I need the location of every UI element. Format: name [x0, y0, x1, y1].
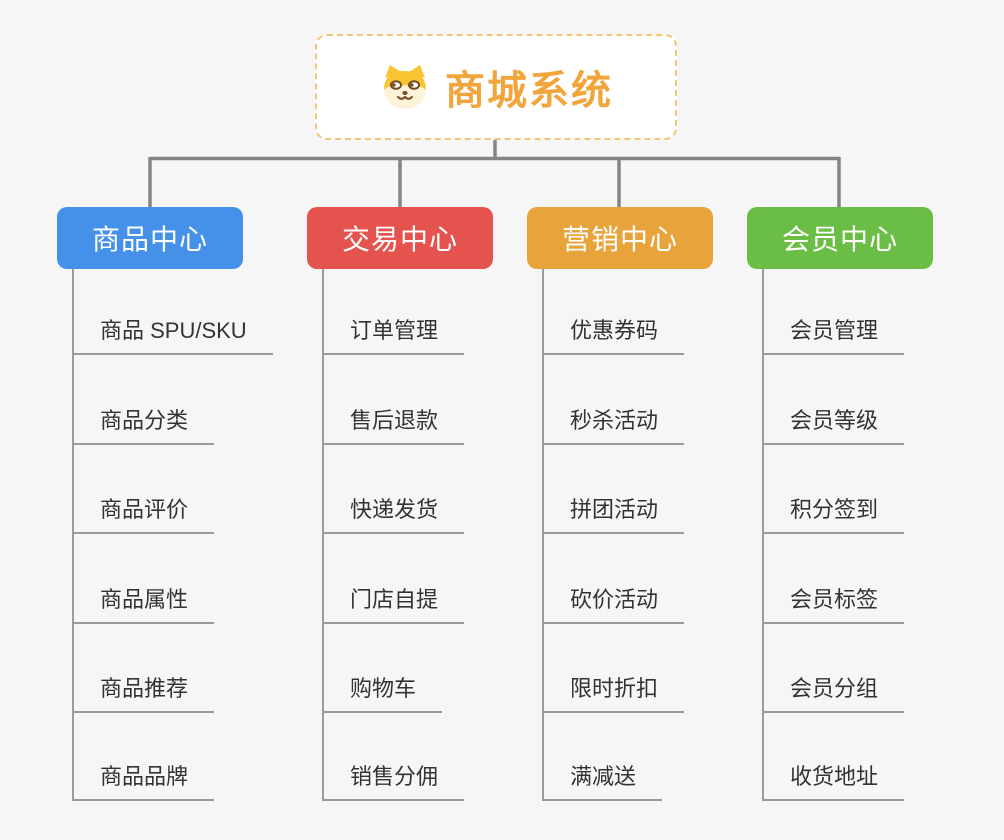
leaf-node[interactable]: 订单管理	[322, 317, 465, 355]
branch-rail	[72, 269, 74, 801]
leaf-node[interactable]: 优惠券码	[542, 317, 685, 355]
leaf-node[interactable]: 积分签到	[762, 496, 905, 534]
root-node[interactable]: 商城系统	[315, 34, 677, 140]
leaf-node[interactable]: 会员等级	[762, 407, 905, 445]
branch-member-center: 会员中心 会员管理 会员等级 积分签到 会员标签 会员分组 收货地址	[747, 207, 997, 817]
branch-box-member-center[interactable]: 会员中心	[747, 207, 933, 269]
branch-box-product-center[interactable]: 商品中心	[57, 207, 243, 269]
leaf-node[interactable]: 限时折扣	[542, 675, 685, 713]
leaf-node[interactable]: 购物车	[322, 675, 443, 713]
leaf-node[interactable]: 会员管理	[762, 317, 905, 355]
leaf-node[interactable]: 销售分佣	[322, 763, 465, 801]
leaf-node[interactable]: 会员标签	[762, 586, 905, 624]
branch-rail	[762, 269, 764, 801]
leaf-node[interactable]: 商品品牌	[72, 763, 215, 801]
branch-rail	[542, 269, 544, 801]
branch-box-marketing-center[interactable]: 营销中心	[527, 207, 713, 269]
leaf-node[interactable]: 门店自提	[322, 586, 465, 624]
branch-product-center: 商品中心 商品 SPU/SKU 商品分类 商品评价 商品属性 商品推荐 商品品牌	[57, 207, 307, 817]
leaf-node[interactable]: 商品评价	[72, 496, 215, 534]
branch-box-trade-center[interactable]: 交易中心	[307, 207, 493, 269]
leaf-node[interactable]: 售后退款	[322, 407, 465, 445]
leaf-node[interactable]: 商品推荐	[72, 675, 215, 713]
branch-marketing-center: 营销中心 优惠券码 秒杀活动 拼团活动 砍价活动 限时折扣 满减送	[527, 207, 777, 817]
leaf-node[interactable]: 满减送	[542, 763, 663, 801]
leaf-node[interactable]: 砍价活动	[542, 586, 685, 624]
branch-trade-center: 交易中心 订单管理 售后退款 快递发货 门店自提 购物车 销售分佣	[307, 207, 557, 817]
leaf-node[interactable]: 商品属性	[72, 586, 215, 624]
leaf-node[interactable]: 收货地址	[762, 763, 905, 801]
leaf-node[interactable]: 拼团活动	[542, 496, 685, 534]
root-title: 商城系统	[445, 69, 613, 113]
leaf-node[interactable]: 快递发货	[322, 496, 465, 534]
dog-icon	[384, 65, 426, 109]
leaf-node[interactable]: 会员分组	[762, 675, 905, 713]
leaf-node[interactable]: 商品分类	[72, 407, 215, 445]
leaf-node[interactable]: 商品 SPU/SKU	[72, 317, 273, 355]
leaf-node[interactable]: 秒杀活动	[542, 407, 685, 445]
branch-rail	[322, 269, 324, 801]
